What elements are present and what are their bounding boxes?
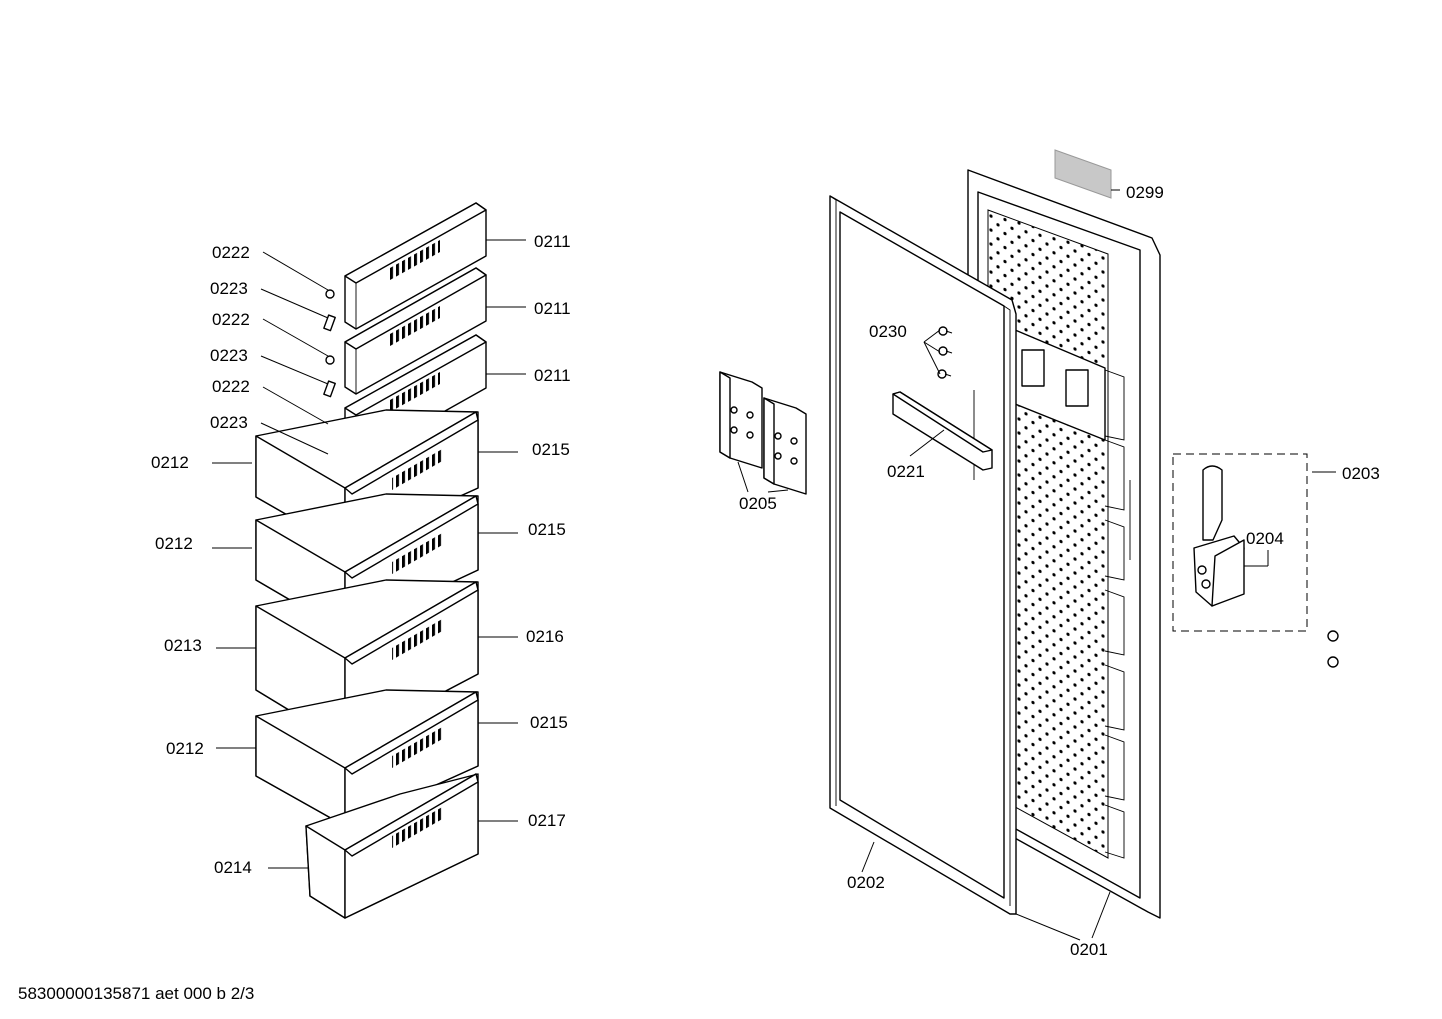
label-0223-c: 0223 (210, 413, 248, 432)
label-0223-b: 0223 (210, 346, 248, 365)
label-0201: 0201 (1070, 940, 1108, 959)
label-0211-a: 0211 (534, 232, 571, 251)
door-gasket-0202 (829, 195, 1017, 915)
leader-lines-left (212, 239, 526, 869)
label-0211-b: 0211 (534, 299, 571, 318)
label-0215-c: 0215 (530, 713, 568, 732)
screws-0230 (937, 326, 953, 379)
diagram-footer-code: 58300000135871 aet 000 b 2/3 (18, 984, 254, 1003)
label-0299: 0299 (1126, 183, 1164, 202)
label-0211-c: 0211 (534, 366, 571, 385)
drawer-assembly (255, 202, 487, 919)
leader-lines-right (737, 189, 1336, 941)
label-0213: 0213 (164, 636, 202, 655)
drawer-0212-c (255, 689, 479, 827)
label-0217: 0217 (528, 811, 566, 830)
label-0214: 0214 (214, 858, 252, 877)
label-0212-a: 0212 (151, 453, 189, 472)
label-plate-0299 (1054, 149, 1112, 199)
label-0215-a: 0215 (532, 440, 570, 459)
label-0216: 0216 (526, 627, 564, 646)
label-0215-b: 0215 (528, 520, 566, 539)
label-0223-a: 0223 (210, 279, 248, 298)
hinge-0203 (1172, 453, 1339, 668)
drawer-0214 (305, 773, 479, 919)
label-0222-b: 0222 (212, 310, 250, 329)
label-0222-c: 0222 (212, 377, 250, 396)
flap-0211-top (344, 202, 487, 330)
label-0205: 0205 (739, 494, 777, 513)
door-assembly (719, 149, 1339, 919)
flap-0211-middle (344, 267, 487, 395)
label-0202: 0202 (847, 873, 885, 892)
label-0212-c: 0212 (166, 739, 204, 758)
label-0222-a: 0222 (212, 243, 250, 262)
label-0230: 0230 (869, 322, 907, 341)
label-0204: 0204 (1246, 529, 1284, 548)
part-labels: 0222 0223 0222 0223 0222 0223 0211 0211 … (151, 183, 1380, 959)
label-0203: 0203 (1342, 464, 1380, 483)
label-0212-b: 0212 (155, 534, 193, 553)
cold-packs-0205 (719, 371, 807, 495)
label-0221: 0221 (887, 462, 925, 481)
